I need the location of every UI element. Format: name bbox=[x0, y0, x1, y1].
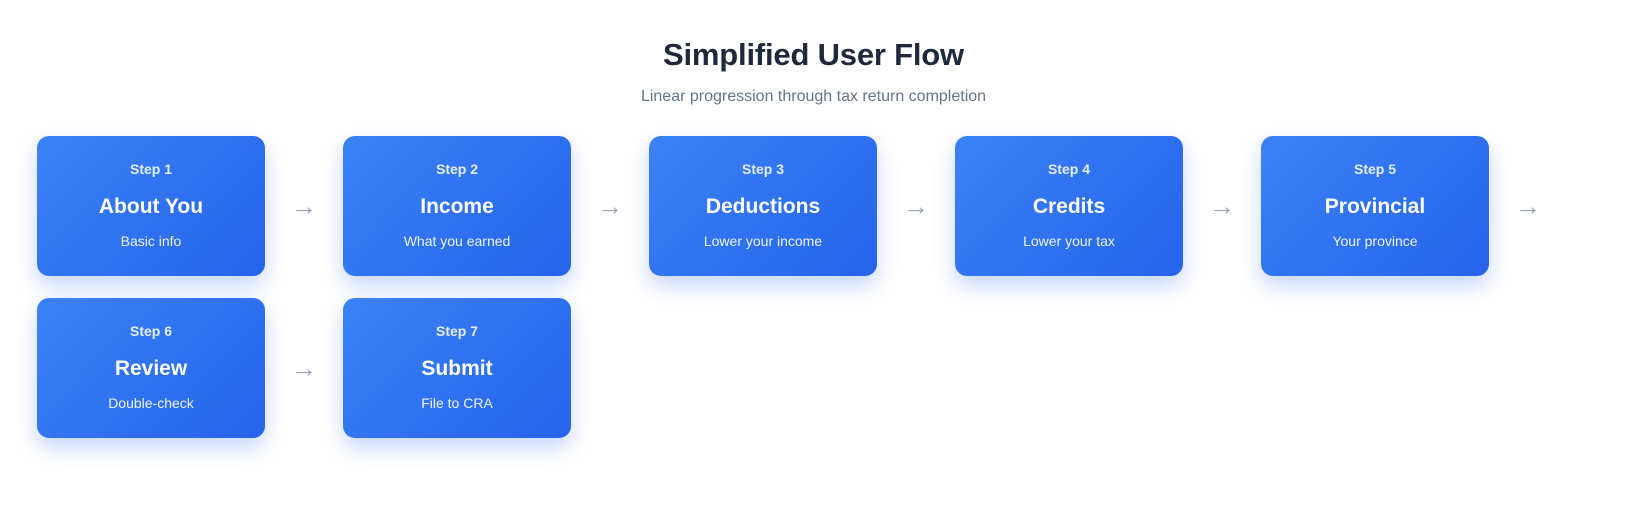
step-label: Step 2 bbox=[435, 161, 478, 178]
step-label: Step 7 bbox=[435, 323, 478, 340]
step-title: Submit bbox=[421, 356, 493, 380]
arrow-right-icon: → bbox=[1515, 190, 1541, 221]
step-label: Step 3 bbox=[741, 161, 784, 178]
step-label: Step 1 bbox=[129, 161, 172, 178]
step-title: Income bbox=[420, 194, 494, 218]
step-title: Deductions bbox=[705, 194, 821, 218]
arrow-right-icon: → bbox=[597, 190, 623, 221]
page-subtitle: Linear progression through tax return co… bbox=[640, 87, 987, 105]
step-description: Lower your income bbox=[703, 233, 823, 250]
step-description: Lower your tax bbox=[1023, 233, 1115, 250]
page-title: Simplified User Flow bbox=[663, 37, 964, 72]
step-title: Credits bbox=[1032, 194, 1106, 218]
arrow-right-icon: → bbox=[1209, 190, 1235, 221]
step-description: Your province bbox=[1332, 233, 1418, 250]
step-title: Provincial bbox=[1324, 194, 1426, 218]
step-description: Basic info bbox=[120, 233, 182, 250]
step-label: Step 5 bbox=[1353, 161, 1396, 178]
arrow-right-icon: → bbox=[291, 352, 317, 383]
arrow-right-icon: → bbox=[291, 190, 317, 221]
step-title: About You bbox=[98, 194, 204, 218]
step-label: Step 4 bbox=[1047, 161, 1090, 178]
page-header: Simplified User Flow Linear progression … bbox=[0, 36, 1627, 108]
arrow-right-icon: → bbox=[903, 190, 929, 221]
step-description: Double-check bbox=[108, 395, 194, 412]
step-description: File to CRA bbox=[421, 395, 493, 412]
step-description: What you earned bbox=[403, 233, 511, 250]
step-label: Step 6 bbox=[129, 323, 172, 340]
step-title: Review bbox=[114, 356, 188, 380]
